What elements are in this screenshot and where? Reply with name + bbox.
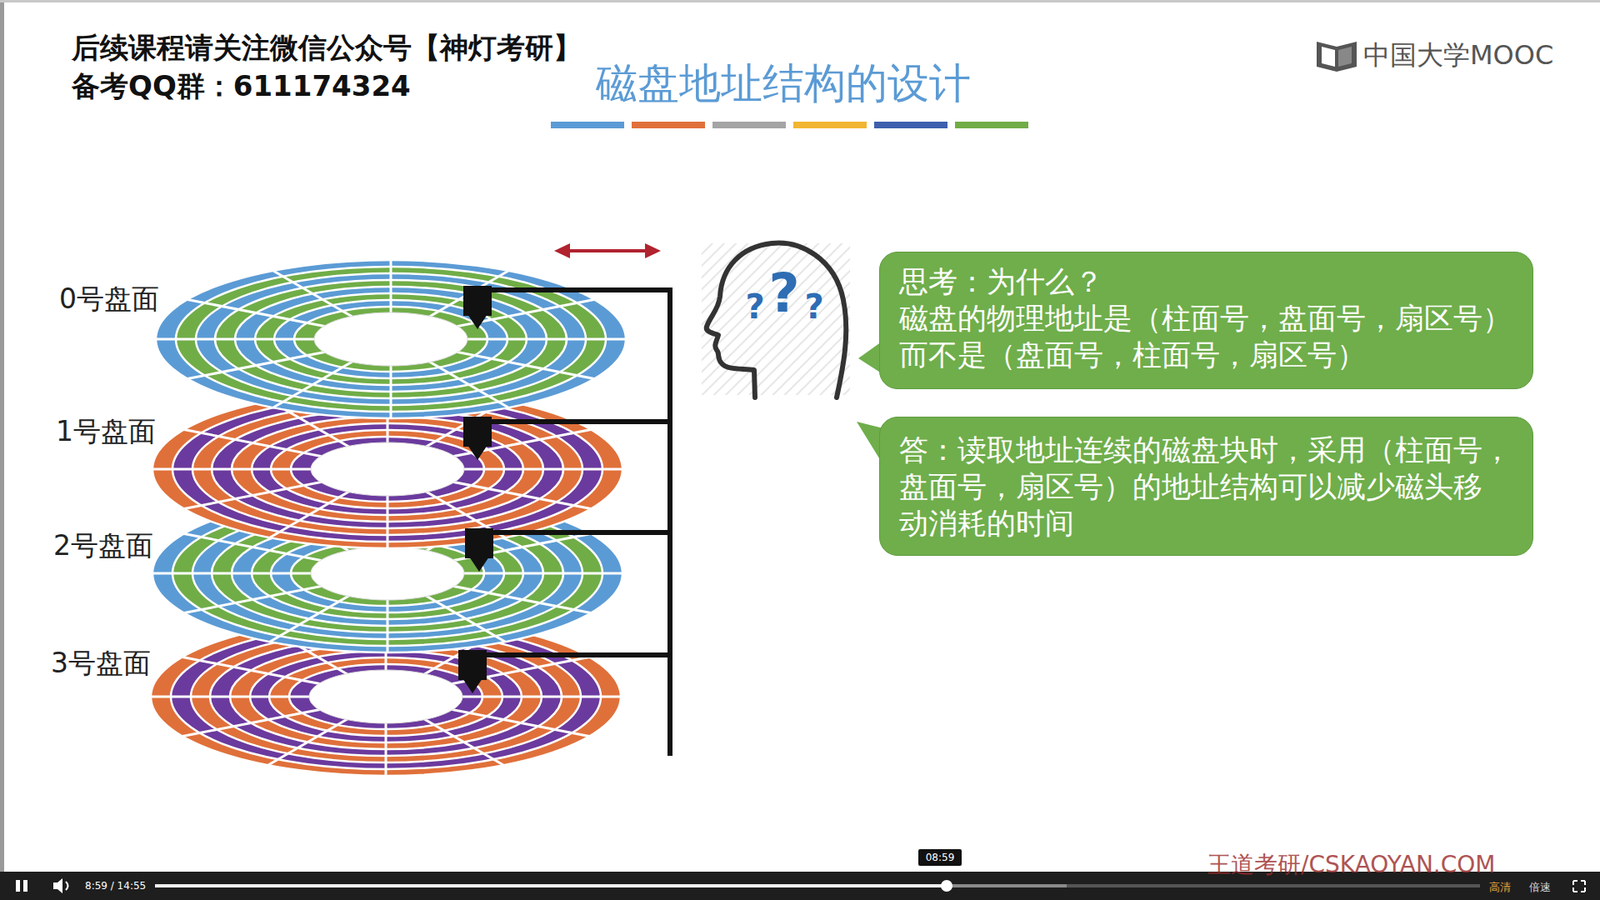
playback-time: 8:59 / 14:55 [85, 880, 146, 892]
title-color-bars [550, 121, 1029, 129]
site-watermark: 王道考研/CSKAOYAN.COM [1207, 850, 1495, 880]
video-control-bar [0, 849, 1600, 900]
disk-platters [150, 260, 626, 776]
qq-group-notice: 备考QQ群：611174324 [71, 69, 411, 104]
slide-frame [0, 0, 5, 872]
bubble-tail [858, 341, 882, 374]
mooc-logo-text: 中国大学MOOC [1363, 39, 1554, 71]
bubble-text: 答：读取地址连续的磁盘块时，采用（柱面号， 盘面号，扇区号）的地址结构可以减少磁… [899, 432, 1513, 543]
quality-button: 高清 [1489, 880, 1511, 895]
platter-label: 3号盘面 [50, 646, 151, 680]
slide-title: 磁盘地址结构的设计 [595, 58, 971, 109]
platter-label: 1号盘面 [55, 415, 156, 449]
question-mark: ? [768, 261, 800, 326]
speech-bubble: 思考：为什么？磁盘的物理地址是（柱面号，盘面号，扇区号） 而不是（盘面号，柱面号… [879, 251, 1534, 390]
movement-arrow [554, 243, 661, 259]
bubble-heading: 思考：为什么？ [899, 264, 1513, 301]
read-write-heads [458, 285, 494, 694]
speech-bubble: 答：读取地址连续的磁盘块时，采用（柱面号， 盘面号，扇区号）的地址结构可以减少磁… [879, 416, 1534, 556]
channel-notice: 后续课程请关注微信公众号【神灯考研】 [71, 30, 582, 65]
question-mark: ? [804, 286, 824, 327]
question-mark: ? [745, 286, 765, 327]
time-tooltip: 08:59 [925, 851, 955, 864]
platter-label: 2号盘面 [53, 529, 154, 563]
bubble-text: 磁盘的物理地址是（柱面号，盘面号，扇区号） 而不是（盘面号，柱面号，扇区号） [899, 300, 1513, 375]
mooc-logo-icon [1316, 41, 1357, 72]
platter-label: 0号盘面 [59, 282, 160, 316]
slide-frame [0, 0, 1600, 3]
head-arm [472, 290, 670, 754]
speed-button: 倍速 [1529, 880, 1551, 895]
thinking-head-icon [701, 243, 850, 398]
